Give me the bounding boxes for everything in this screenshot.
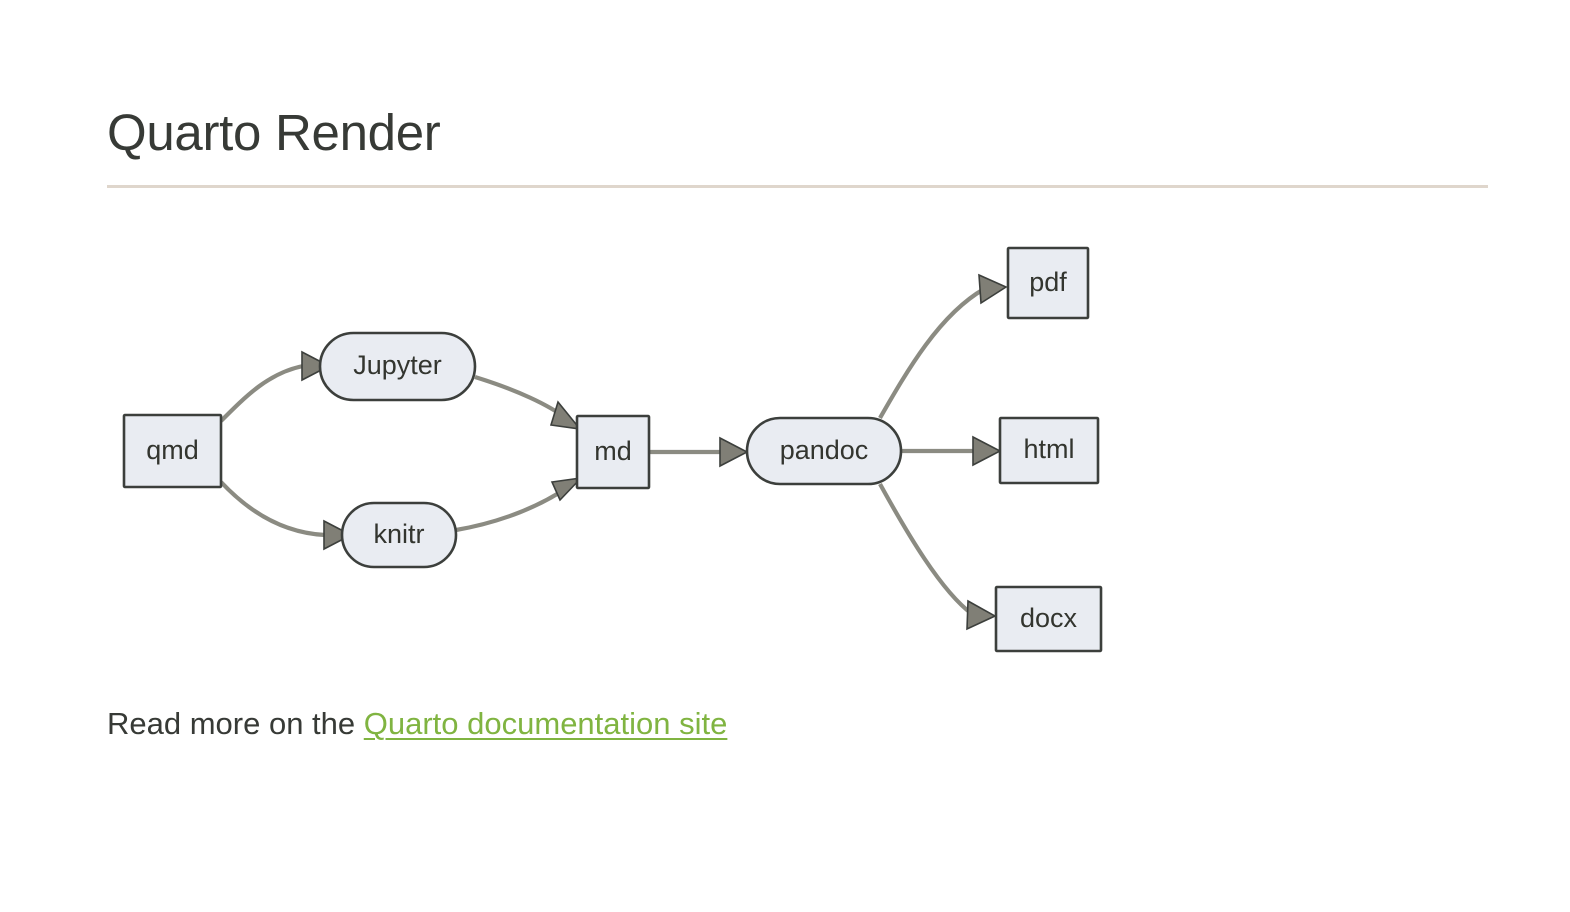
read-more-paragraph: Read more on the Quarto documentation si… bbox=[107, 702, 727, 745]
node-docx-label: docx bbox=[1020, 603, 1078, 633]
node-html[interactable]: html bbox=[998, 416, 1100, 485]
node-md-label: md bbox=[594, 436, 632, 466]
node-docx[interactable]: docx bbox=[994, 585, 1103, 653]
node-jupyter[interactable]: Jupyter bbox=[318, 331, 477, 402]
node-html-label: html bbox=[1023, 434, 1074, 464]
edge-qmd-to-knitr bbox=[219, 480, 353, 551]
edge-md-to-pandoc bbox=[649, 436, 749, 468]
edge-jupyter-to-md bbox=[474, 374, 582, 431]
flowchart-svg: qmd Jupyter knitr md pandoc bbox=[122, 246, 1103, 653]
edge-pandoc-to-pdf bbox=[878, 273, 1008, 420]
node-jupyter-label: Jupyter bbox=[353, 350, 442, 380]
title-block: Quarto Render bbox=[107, 104, 1488, 188]
node-qmd[interactable]: qmd bbox=[122, 413, 223, 489]
edge-knitr-to-md bbox=[455, 476, 584, 533]
edge-pandoc-to-docx bbox=[878, 482, 997, 631]
node-pdf[interactable]: pdf bbox=[1006, 246, 1090, 320]
node-md[interactable]: md bbox=[575, 414, 651, 490]
node-knitr-label: knitr bbox=[373, 519, 424, 549]
read-more-prefix: Read more on the bbox=[107, 706, 364, 741]
title-divider bbox=[107, 184, 1488, 188]
node-pandoc[interactable]: pandoc bbox=[745, 416, 903, 486]
edge-pandoc-to-html bbox=[901, 435, 1002, 467]
quarto-render-flowchart: qmd Jupyter knitr md pandoc bbox=[107, 225, 1167, 655]
node-qmd-label: qmd bbox=[146, 435, 199, 465]
quarto-documentation-link[interactable]: Quarto documentation site bbox=[363, 706, 728, 741]
edge-qmd-to-jupyter bbox=[219, 350, 331, 423]
node-knitr[interactable]: knitr bbox=[340, 501, 458, 569]
page-title: Quarto Render bbox=[107, 104, 441, 161]
node-pandoc-label: pandoc bbox=[780, 435, 869, 465]
node-pdf-label: pdf bbox=[1029, 267, 1067, 297]
